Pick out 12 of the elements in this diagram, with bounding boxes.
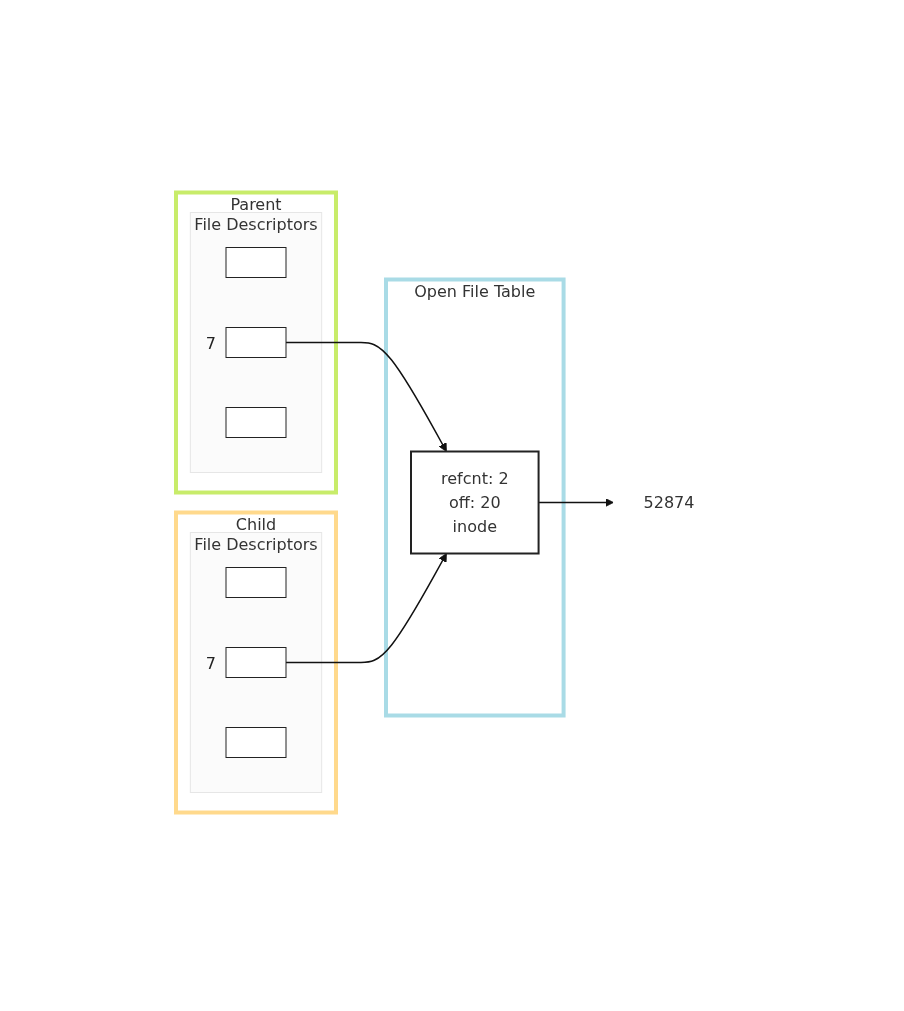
node-box: [225, 247, 287, 278]
node-box: refcnt: 2 off: 20 inode: [409, 450, 540, 555]
node-box: [225, 727, 287, 758]
node-box: [225, 567, 287, 598]
node-box: [225, 647, 287, 678]
slot-number: 7: [205, 653, 216, 673]
node-box: [225, 407, 287, 438]
node-box: [225, 327, 287, 358]
arrow: [285, 341, 447, 452]
node-text: 52874: [643, 492, 695, 512]
slot-number: 7: [205, 333, 216, 353]
arrow: [285, 553, 447, 664]
